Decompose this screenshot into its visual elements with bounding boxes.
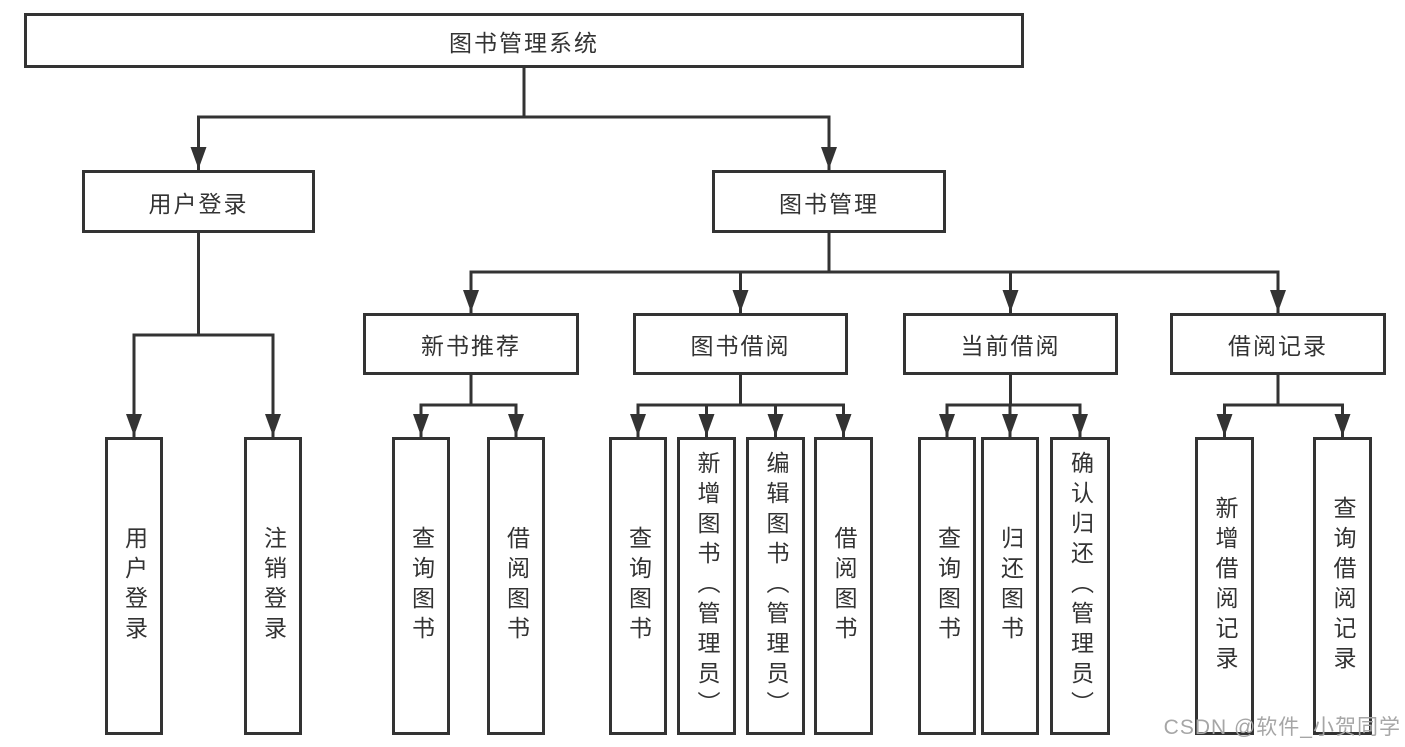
node-label: 用户登录: [148, 190, 249, 217]
node-label: 图书管理: [779, 190, 879, 217]
node-label: 借阅图书: [503, 526, 530, 646]
node-leaf-nb-query: 查询图书: [392, 437, 450, 735]
node-leaf-bb-edit: 编辑图书（管理员）: [746, 437, 805, 735]
node-leaf-br-query: 查询借阅记录: [1313, 437, 1372, 735]
node-leaf-cb-return: 归还图书: [981, 437, 1039, 735]
node-newbook: 新书推荐: [363, 313, 579, 375]
node-leaf-nb-borrow: 借阅图书: [487, 437, 545, 735]
node-current: 当前借阅: [903, 313, 1118, 375]
node-leaf-bb-add: 新增图书（管理员）: [677, 437, 736, 735]
node-label: 用户登录: [121, 526, 148, 646]
node-login: 用户登录: [82, 170, 315, 233]
node-leaf-bb-query: 查询图书: [609, 437, 667, 735]
node-label: 借阅图书: [831, 526, 857, 646]
node-label: 归还图书: [997, 526, 1024, 646]
node-leaf-login: 用户登录: [105, 437, 163, 735]
node-label: 图书管理系统: [449, 29, 599, 56]
node-leaf-logout: 注销登录: [244, 437, 302, 735]
node-leaf-cb-confirm: 确认归还（管理员）: [1050, 437, 1110, 735]
node-label: 查询图书: [408, 526, 435, 646]
node-label: 新增图书（管理员）: [694, 451, 720, 721]
node-label: 查询图书: [625, 526, 652, 646]
node-label: 编辑图书（管理员）: [763, 451, 789, 721]
watermark: CSDN @软件_小贺同学: [1163, 716, 1401, 739]
node-label: 当前借阅: [960, 333, 1061, 359]
node-record: 借阅记录: [1170, 313, 1386, 375]
node-label: 借阅记录: [1228, 333, 1328, 359]
node-root: 图书管理系统: [24, 13, 1024, 68]
node-label: 新增借阅记录: [1212, 496, 1238, 676]
node-borrow: 图书借阅: [633, 313, 848, 375]
node-label: 新书推荐: [421, 333, 521, 359]
node-label: 图书借阅: [690, 333, 791, 359]
node-leaf-cb-query: 查询图书: [918, 437, 976, 735]
node-label: 注销登录: [260, 526, 287, 646]
node-label: 确认归还（管理员）: [1067, 451, 1094, 721]
node-label: 查询借阅记录: [1330, 496, 1356, 676]
node-label: 查询图书: [934, 526, 961, 646]
node-mgmt: 图书管理: [712, 170, 946, 233]
node-leaf-br-add: 新增借阅记录: [1195, 437, 1254, 735]
node-leaf-bb-borrow: 借阅图书: [814, 437, 873, 735]
